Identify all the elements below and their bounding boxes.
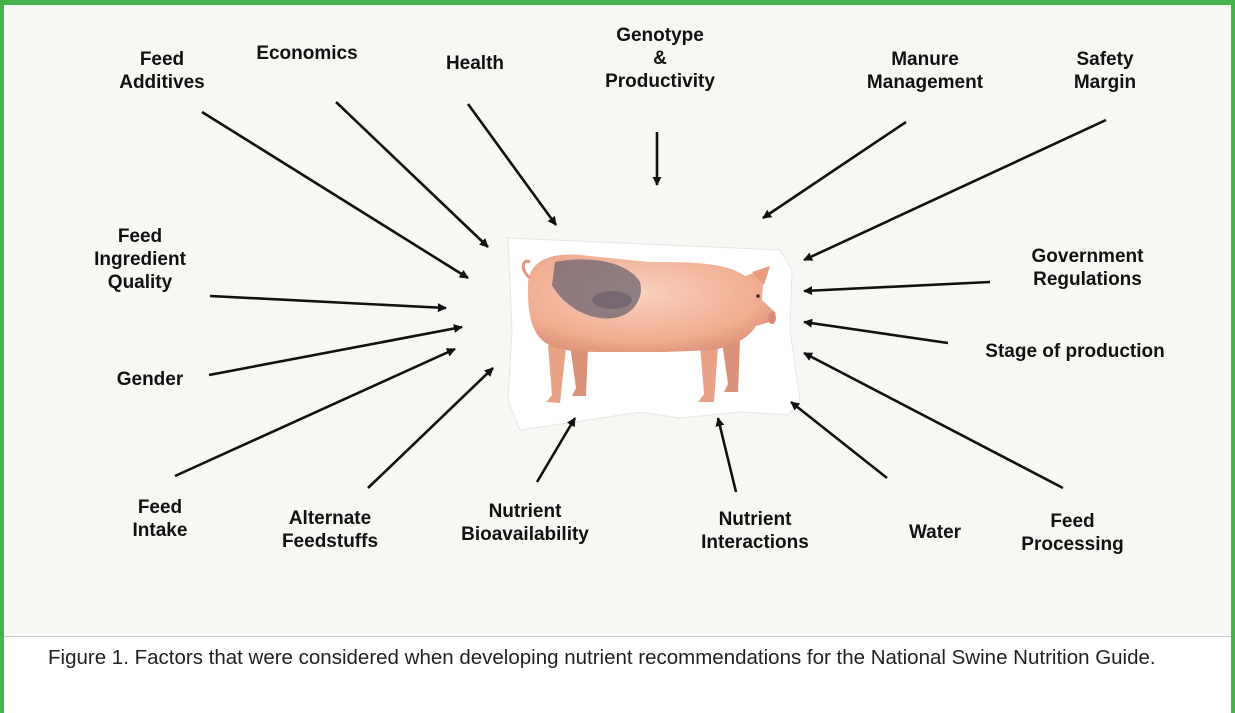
arrow-economics <box>336 102 488 247</box>
arrow-alternate-feedstuffs <box>368 368 493 488</box>
arrow-feed-intake <box>175 349 455 476</box>
arrow-government-regulations <box>804 282 990 291</box>
arrow-feed-processing <box>804 353 1063 488</box>
label-stage-of-production: Stage of production <box>945 340 1205 363</box>
label-safety-margin: Safety Margin <box>1040 48 1170 94</box>
pig-snout <box>768 312 776 324</box>
label-gender: Gender <box>95 368 205 391</box>
figure-caption: Figure 1. Factors that were considered w… <box>48 644 1198 671</box>
arrow-water <box>791 402 887 478</box>
label-feed-ingredient-quality: Feed Ingredient Quality <box>70 225 210 294</box>
label-genotype-productivity: Genotype & Productivity <box>575 24 745 93</box>
pig-eye <box>756 294 760 298</box>
arrow-nutrient-bioavailability <box>537 418 575 482</box>
caption-divider <box>4 636 1231 637</box>
arrow-feed-ingredient-quality <box>210 296 446 308</box>
arrow-nutrient-interactions <box>718 418 736 492</box>
label-feed-intake: Feed Intake <box>105 496 215 542</box>
label-water: Water <box>880 521 990 544</box>
arrow-manure-management <box>763 122 906 218</box>
label-alternate-feedstuffs: Alternate Feedstuffs <box>245 507 415 553</box>
arrow-gender <box>209 327 462 375</box>
label-feed-processing: Feed Processing <box>1005 510 1140 556</box>
label-economics: Economics <box>232 42 382 65</box>
label-health: Health <box>420 52 530 75</box>
arrow-health <box>468 104 556 225</box>
label-government-regulations: Government Regulations <box>995 245 1180 291</box>
label-feed-additives: Feed Additives <box>82 48 242 94</box>
arrow-stage-of-production <box>804 322 948 343</box>
label-manure-management: Manure Management <box>835 48 1015 94</box>
arrow-safety-margin <box>804 120 1106 260</box>
arrow-feed-additives <box>202 112 468 278</box>
label-nutrient-bioavailability: Nutrient Bioavailability <box>435 500 615 546</box>
label-nutrient-interactions: Nutrient Interactions <box>680 508 830 554</box>
